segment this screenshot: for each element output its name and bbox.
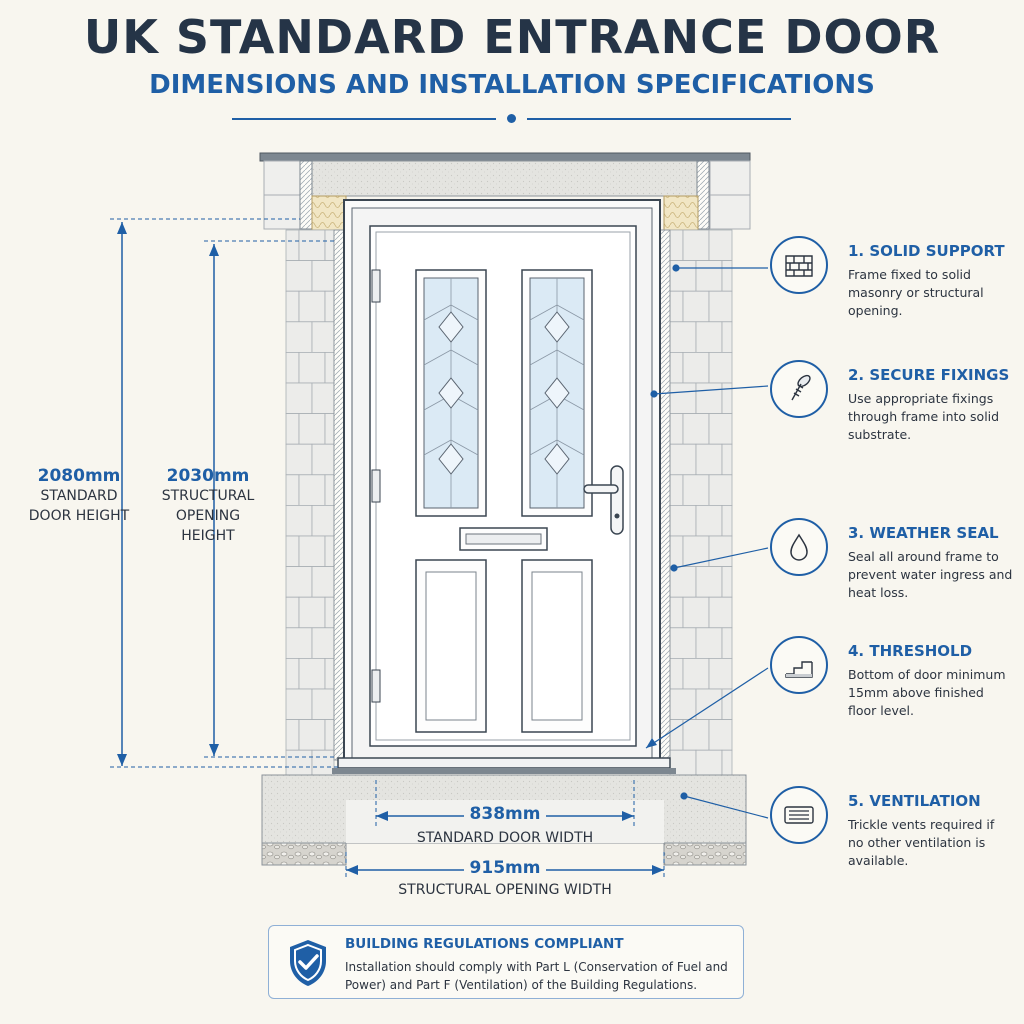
door-width-label: 838mm STANDARD DOOR WIDTH (380, 804, 630, 848)
header-divider-dot (507, 114, 516, 123)
spec-description: Use appropriate fixings through frame in… (848, 391, 1000, 442)
door-height-caption-2: DOOR HEIGHT (28, 508, 130, 524)
hinge-top (371, 269, 381, 303)
brick-wall-icon (770, 236, 828, 294)
opening-height-caption-3: HEIGHT (181, 528, 235, 544)
hinge-bottom (371, 669, 381, 703)
spec-secure-fixings: 2. SECURE FIXINGS Use appropriate fixing… (768, 360, 1018, 452)
spec-ventilation: 5. VENTILATION Trickle vents required if… (768, 786, 1018, 878)
callout-leaders (645, 264, 769, 819)
screw-icon (770, 360, 828, 418)
spec-threshold: 4. THRESHOLD Bottom of door minimum 15mm… (768, 636, 1018, 728)
door-height-value: 2080mm (37, 466, 121, 486)
compliance-text: Installation should comply with Part L (… (345, 960, 728, 992)
opening-width-value: 915mm (463, 858, 547, 878)
spec-title: 3. WEATHER SEAL (848, 524, 999, 542)
page-title: UK STANDARD ENTRANCE DOOR (83, 10, 941, 64)
letter-plate (459, 527, 548, 551)
door-height-label: 2080mm STANDARD DOOR HEIGHT (14, 466, 144, 526)
glass-panel-left (415, 269, 487, 517)
opening-width-label: 915mm STRUCTURAL OPENING WIDTH (350, 858, 660, 900)
threshold (332, 757, 676, 774)
opening-height-caption-2: OPENING (175, 508, 241, 524)
compliance-title: BUILDING REGULATIONS COMPLIANT (345, 936, 624, 952)
header-divider-right (527, 118, 791, 120)
glass-panel-right (521, 269, 593, 517)
spec-weather-seal: 3. WEATHER SEAL Seal all around frame to… (768, 518, 1018, 610)
door-height-dimension (110, 218, 340, 768)
seal-strip-left (333, 229, 345, 761)
vent-icon (770, 786, 828, 844)
spec-description: Trickle vents required if no other venti… (848, 817, 995, 868)
opening-width-caption: STRUCTURAL OPENING WIDTH (398, 882, 612, 898)
lower-panel-right (521, 559, 593, 733)
page-subtitle: DIMENSIONS AND INSTALLATION SPECIFICATIO… (149, 70, 875, 100)
seal-strip-right (659, 229, 671, 761)
header-divider-left (232, 118, 496, 120)
spec-title: 1. SOLID SUPPORT (848, 242, 1005, 260)
hinge-middle (371, 469, 381, 503)
spec-title: 2. SECURE FIXINGS (848, 366, 1010, 384)
spec-solid-support: 1. SOLID SUPPORT Frame fixed to solid ma… (768, 236, 1018, 328)
spec-title: 5. VENTILATION (848, 792, 981, 810)
opening-height-label: 2030mm STRUCTURAL OPENING HEIGHT (150, 466, 266, 546)
opening-height-dimension (204, 240, 334, 758)
door-width-value: 838mm (463, 804, 547, 824)
water-drop-icon (770, 518, 828, 576)
lower-panel-left (415, 559, 487, 733)
spec-description: Frame fixed to solid masonry or structur… (848, 267, 984, 318)
step-icon (770, 636, 828, 694)
lintel (259, 152, 751, 231)
brick-wall-left (285, 229, 335, 782)
spec-description: Seal all around frame to prevent water i… (848, 549, 1013, 600)
opening-height-caption-1: STRUCTURAL (161, 488, 255, 504)
spec-title: 4. THRESHOLD (848, 642, 973, 660)
brick-wall-right (669, 229, 733, 782)
opening-height-value: 2030mm (166, 466, 250, 486)
door-handle (583, 465, 624, 535)
shield-check-icon (290, 940, 326, 986)
compliance-box: BUILDING REGULATIONS COMPLIANT Installat… (268, 925, 744, 999)
door-height-caption-1: STANDARD (40, 488, 118, 504)
spec-description: Bottom of door minimum 15mm above finish… (848, 667, 1006, 718)
door-width-caption: STANDARD DOOR WIDTH (416, 830, 594, 846)
